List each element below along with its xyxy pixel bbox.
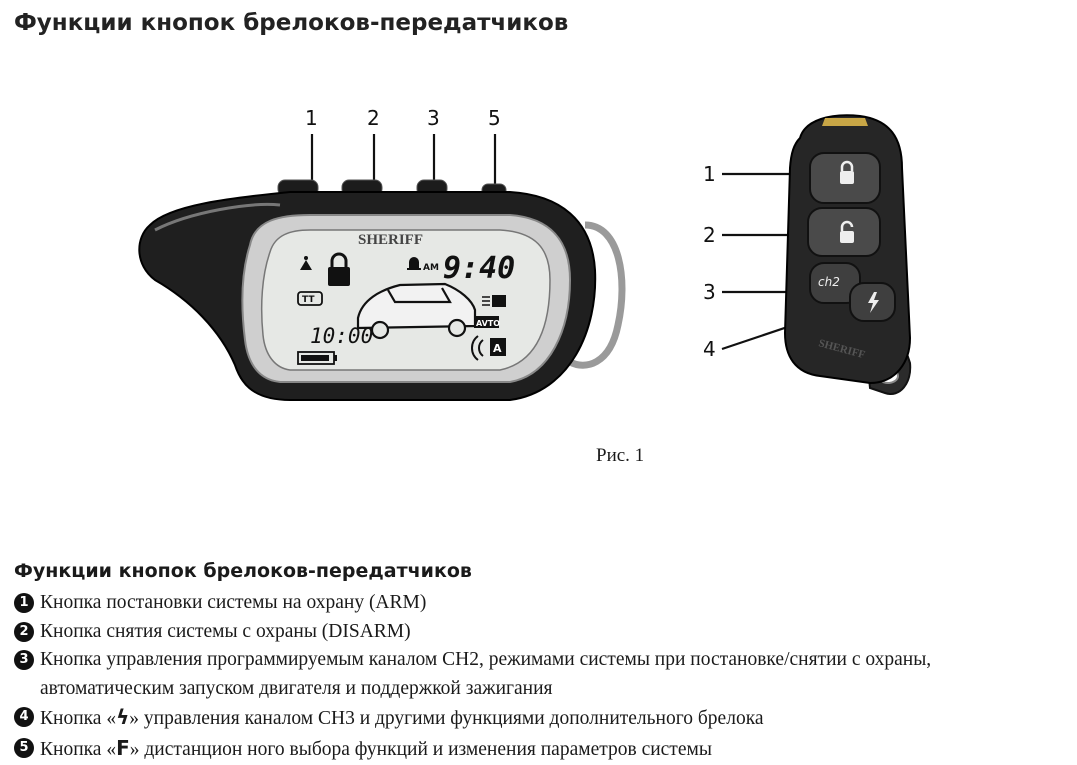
item-text: Кнопка управления программируемым канало…	[40, 649, 932, 699]
button-number-3: 3	[427, 106, 440, 130]
battery-icon	[297, 351, 337, 365]
a-indicator: A	[493, 342, 502, 355]
item-text-suffix: » дистанцион ного выбора функций и измен…	[129, 738, 712, 760]
headlight-icon	[482, 295, 506, 307]
bell-icon	[407, 257, 421, 270]
number-bullet: 1	[14, 593, 34, 613]
clock-display: 9:40	[443, 251, 515, 286]
lock-icon	[328, 252, 350, 286]
button-number-2: 2	[367, 106, 380, 130]
tt-indicator: TT	[302, 295, 315, 305]
button-function-list: 1 Кнопка постановки системы на охрану (A…	[14, 589, 1069, 764]
item-text-suffix: » управления каналом CH3 и другими функц…	[129, 708, 764, 729]
list-item: 5 Кнопка «F» дистанцион ного выбора функ…	[14, 734, 1069, 765]
leader-lines	[310, 134, 497, 190]
four-button-key-fob-illustration: ch2 SHERIFF	[721, 114, 912, 395]
item-text: Кнопка «ϟ» управления каналом CH3 и друг…	[40, 703, 1069, 734]
signal-icon	[471, 335, 484, 361]
am-indicator: AM	[423, 263, 439, 273]
button-number-1: 1	[305, 106, 318, 130]
item-text-prefix: Кнопка «	[40, 708, 117, 729]
alarm-icon	[300, 256, 312, 270]
lightning-icon	[868, 292, 879, 313]
callout-number-3: 3	[703, 280, 716, 304]
avto-indicator: AVTO	[476, 319, 500, 328]
callout-number-4: 4	[703, 337, 716, 361]
number-bullet: 5	[14, 737, 34, 758]
item-text: Кнопка постановки системы на охрану (ARM…	[40, 592, 427, 613]
number-bullet: 3	[14, 650, 34, 670]
figure-caption: Рис. 1	[596, 445, 645, 466]
button-number-5: 5	[488, 106, 501, 130]
item-text-prefix: Кнопка «	[40, 738, 117, 760]
number-bullet: 2	[14, 621, 34, 642]
item-text: Кнопка «F» дистанцион ного выбора функци…	[40, 734, 1069, 765]
key-ring-loop	[568, 221, 626, 369]
f-icon: F	[116, 735, 130, 760]
lightning-icon: ϟ	[116, 705, 130, 729]
page-title: Функции кнопок брелоков-передатчиков	[14, 10, 569, 36]
list-item: 1 Кнопка постановки системы на охрану (A…	[14, 589, 1069, 618]
number-bullet: 4	[14, 707, 34, 727]
item-text: Кнопка снятия системы с охраны (DISARM)	[40, 620, 411, 642]
callout-number-1: 1	[703, 162, 716, 186]
list-item: 4 Кнопка «ϟ» управления каналом CH3 и др…	[14, 703, 1069, 734]
list-item: 2 Кнопка снятия системы с охраны (DISARM…	[14, 618, 1069, 647]
brand-logo: SHERIFF	[358, 232, 423, 248]
section-title: Функции кнопок брелоков-передатчиков	[14, 560, 472, 582]
lock-closed-icon	[840, 160, 854, 184]
car-icon	[356, 282, 477, 340]
list-item: 3 Кнопка управления программируемым кана…	[14, 646, 1069, 703]
ch2-label: ch2	[818, 275, 840, 289]
timer-display: 10:00	[310, 324, 373, 348]
lcd-key-fob-illustration: SHERIFF AM 9:40 TT AVTO 10:00 A	[138, 134, 626, 401]
callout-number-2: 2	[703, 223, 716, 247]
lock-open-icon	[840, 220, 854, 243]
